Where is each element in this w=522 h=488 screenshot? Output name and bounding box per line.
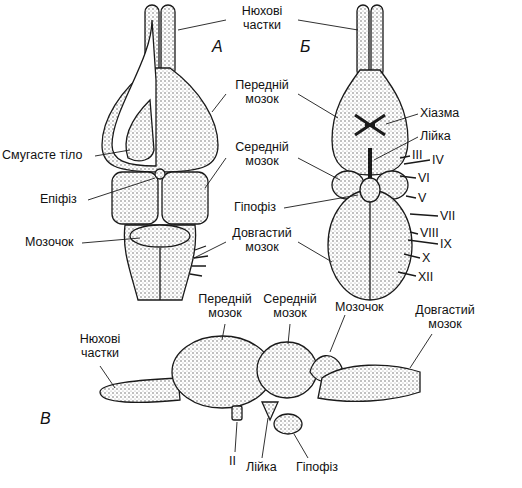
part-label: VI <box>418 171 430 185</box>
part-label: Середній мозок <box>226 140 298 169</box>
part-label: Лійка <box>246 460 277 474</box>
part-label: Епіфіз <box>40 192 77 206</box>
panel-letter: Б <box>300 38 310 56</box>
part-label: II <box>229 454 236 468</box>
part-label: Гіпофіз <box>234 200 276 214</box>
part-label: Нюхові частки <box>226 4 298 33</box>
part-label: III <box>412 148 422 162</box>
panel-letter: А <box>212 38 223 56</box>
part-label: Мозочок <box>335 300 384 314</box>
part-label: VII <box>440 209 455 223</box>
panel-letter: В <box>40 410 51 428</box>
part-label: Хіазма <box>420 106 459 120</box>
part-label: Довгастий мозок <box>409 303 481 332</box>
part-label: IV <box>432 153 444 167</box>
part-label: VIII <box>420 226 439 240</box>
part-label: X <box>422 251 430 265</box>
part-label: Середній мозок <box>254 292 326 321</box>
part-label: Передній мозок <box>226 78 298 107</box>
part-label: IX <box>440 237 452 251</box>
part-label: Лійка <box>420 129 451 143</box>
part-label: Передній мозок <box>189 292 261 321</box>
part-label: Гіпофіз <box>296 460 338 474</box>
part-label: V <box>418 191 426 205</box>
part-label: Довгастий мозок <box>226 226 298 255</box>
part-label: Мозочок <box>25 235 74 249</box>
part-label: Смугасте тіло <box>2 148 82 162</box>
part-label: Нюхові частки <box>69 332 131 361</box>
part-label: XII <box>418 270 433 284</box>
